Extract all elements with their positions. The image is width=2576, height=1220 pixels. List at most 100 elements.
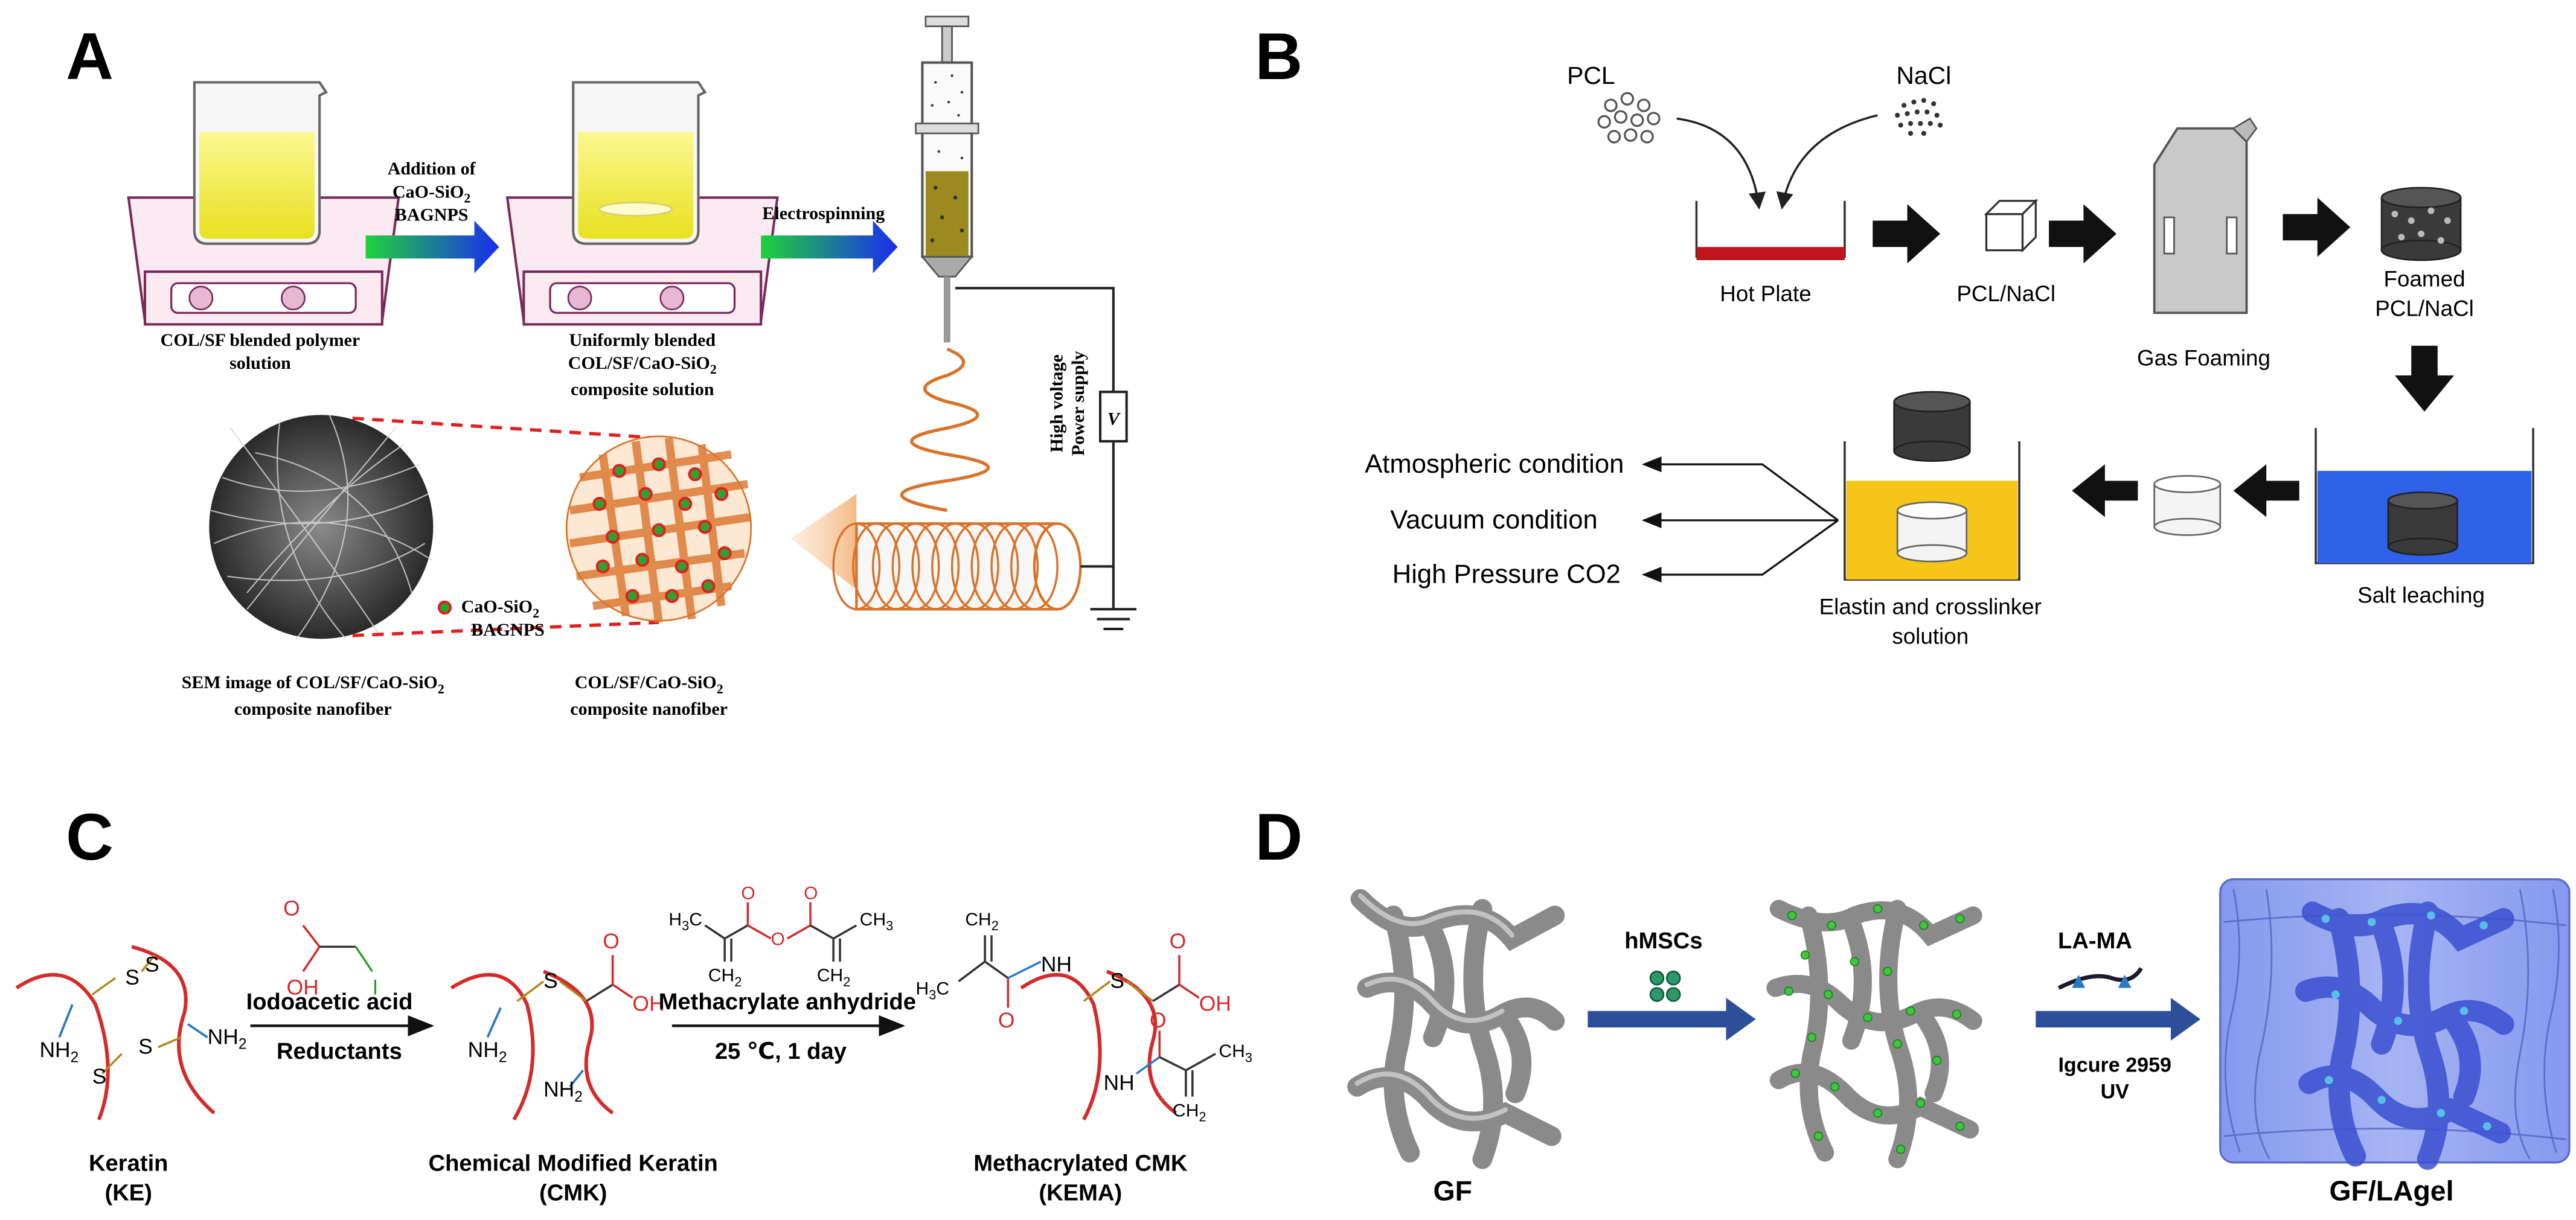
syringe-flange: [915, 123, 979, 135]
fiber-label-line2: composite nanofiber: [570, 699, 728, 719]
gel-cells: [2321, 911, 2491, 1131]
knob-icon: [567, 286, 592, 311]
panel-b-letter: B: [1255, 20, 1302, 94]
foamed-cylinder-bottom: [2380, 239, 2462, 261]
leached-cylinder-bottom: [2153, 517, 2222, 536]
gf-scaffold-highlight: [1354, 893, 1515, 1121]
block-arrow-left-1: [2233, 464, 2299, 517]
iodoacetic-label: Iodoacetic acid: [246, 989, 413, 1015]
kema-structure: S O OH CH2 H3C O NH NH O CH3: [916, 910, 1252, 1125]
sem-fibers: [210, 414, 432, 640]
kema-ch3-2: CH3: [1219, 1041, 1252, 1065]
foamed-label-line2: PCL/NaCl: [2375, 296, 2474, 321]
kema-ch2-top: CH2: [965, 910, 998, 933]
fiber-label-line1-text: COL/SF/CaO-SiO: [575, 672, 717, 692]
d-arrow-2: [2036, 997, 2201, 1041]
ke-s-2: S: [138, 1035, 153, 1059]
d-arrow-1: [1588, 997, 1756, 1041]
knob-icon: [188, 286, 214, 311]
legend-line1: CaO-SiO2: [461, 597, 539, 621]
kema-bond-coh: [1178, 983, 1200, 999]
nacl-dots-icon: [1895, 98, 1943, 136]
methacrylate-label: Methacrylate anhydride: [659, 989, 916, 1015]
arrow1-label-line3: BAGNPS: [395, 205, 469, 225]
beaker2-label-line2-sub: 2: [710, 362, 717, 377]
ke-disulfide-bottom: [101, 1036, 182, 1075]
ma-bond-5: [786, 924, 811, 940]
panel-a: A COL/SF blended polymer solution Additi…: [66, 15, 1137, 719]
beaker1-label-line2: solution: [229, 353, 291, 373]
ke-nh2-right-sub: 2: [239, 1036, 247, 1052]
iodo-bond-co: [302, 924, 321, 948]
beaker1-label-line1: COL/SF blended polymer: [161, 330, 360, 350]
gas-foaming-chamber: [2153, 117, 2258, 315]
ma-o-3: O: [804, 883, 818, 903]
cmk-nh2-bond-1: [486, 1007, 502, 1038]
condition-vacuum: Vacuum condition: [1390, 505, 1598, 535]
ke-nh2-bond-right: [187, 1023, 208, 1038]
knob-icon: [659, 286, 685, 311]
syringe-solution: [925, 171, 969, 257]
fiber-mesh-circle: [565, 435, 752, 623]
panel-d: D GF hMSCs: [1255, 800, 2571, 1206]
syringe-dots: [930, 74, 964, 243]
cmk-nh2-1-text: NH: [468, 1038, 499, 1062]
collector-drum: [790, 494, 1082, 611]
kema-ch3-2-text: CH: [1219, 1041, 1245, 1061]
kema-bond-methyl-1: [958, 960, 986, 983]
condition-atmospheric: Atmospheric condition: [1365, 449, 1624, 479]
yellow-solution-2: [578, 132, 694, 239]
ke-s-1: S: [125, 965, 139, 989]
syringe-plunger-cap: [924, 15, 970, 28]
ma-ch3-right-text: CH: [860, 910, 886, 930]
kema-s: S: [1110, 969, 1124, 993]
gf-scaffold: [1347, 889, 1565, 1169]
hot-plate-label: Hot Plate: [1720, 281, 1811, 306]
kema-ch2-2-sub: 2: [1199, 1109, 1206, 1124]
iodoacetic-acid-structure: O OH I: [283, 896, 378, 1000]
kema-h3c-1-sub: 3: [929, 988, 936, 1003]
la-ma-group-icon: [2118, 974, 2132, 988]
kema-h3c-1-text: H: [916, 979, 929, 998]
conditions-label: 25 ℃, 1 day: [715, 1038, 847, 1064]
ma-ch2-left-text: CH: [708, 966, 734, 986]
ma-bond-6: [810, 924, 835, 940]
fiber-label-line1-sub: 2: [717, 682, 723, 696]
beaker2-label-line3: composite solution: [571, 380, 714, 400]
salt-leaching-label: Salt leaching: [2357, 583, 2485, 607]
foamed-cylinder-icon: [2380, 187, 2462, 261]
ke-disulfide-top: [91, 954, 156, 995]
kema-label-line1: Methacrylated CMK: [973, 1150, 1188, 1176]
yellow-solution-1: [199, 132, 315, 239]
legend-line1-sub: 2: [533, 606, 539, 621]
elastin-scaffold-bottom: [1893, 440, 1971, 462]
seeded-cells: [1784, 904, 1965, 1154]
kema-oh: OH: [1199, 992, 1231, 1016]
hot-plate-panel-2: [549, 282, 736, 314]
uv-label: UV: [2101, 1080, 2130, 1103]
seeded-scaffold: [1766, 899, 1982, 1169]
kema-o-1: O: [1170, 929, 1187, 953]
keratin-structure: S S S S NH2 NH2: [15, 945, 247, 1120]
kema-nh-2: NH: [1103, 1071, 1134, 1095]
power-label-line2: Power supply: [1068, 351, 1088, 456]
ke-nh2-left-sub: 2: [71, 1049, 79, 1065]
ma-bond-1: [704, 924, 726, 940]
bath-scaffold-bottom: [2387, 537, 2458, 556]
particles-icon: [598, 202, 673, 217]
ke-chain-left: [15, 972, 110, 1120]
panel-c-letter: C: [66, 800, 114, 874]
kema-h3c-1-c: C: [936, 979, 949, 998]
cmk-nh2-1-sub: 2: [499, 1049, 507, 1065]
kema-ch2-top-text: CH: [965, 910, 991, 930]
elastin-cylinder-bottom: [1896, 544, 1968, 563]
chamber-valve: [2232, 117, 2258, 143]
kema-bond-c-2: [1159, 1056, 1187, 1071]
ma-ch2-right-text: CH: [817, 966, 843, 986]
ma-bond-8: [833, 924, 857, 940]
kema-bond-ch2: [1126, 980, 1154, 1002]
ma-bond-3: [724, 924, 749, 940]
ke-nh2-left: NH2: [39, 1038, 78, 1065]
la-ma-label: LA-MA: [2058, 928, 2132, 954]
sem-label-line1-sub: 2: [438, 682, 444, 696]
